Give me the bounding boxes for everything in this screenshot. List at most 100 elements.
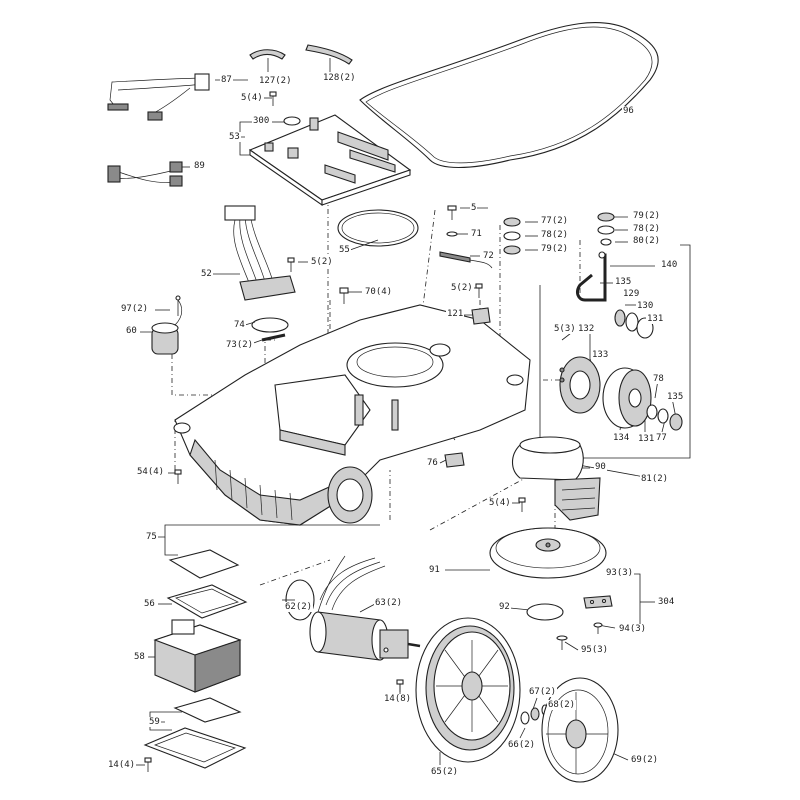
callout-65: 65(2): [430, 767, 460, 777]
callout-5-mid: 5: [470, 203, 478, 213]
callout-132: 132: [577, 324, 596, 334]
callout-71: 71: [470, 229, 483, 239]
front-wheel-assembly-81: [559, 309, 683, 431]
callout-5-top: 5(4): [240, 93, 264, 103]
callout-5-center: 5(2): [450, 283, 474, 293]
callout-5-shell: 5(4): [488, 498, 512, 508]
callout-96: 96: [622, 106, 635, 116]
callout-97: 97(2): [120, 304, 150, 314]
seal-ring-55: [337, 209, 419, 247]
callout-135-bottom: 135: [666, 392, 685, 402]
callout-140: 140: [660, 260, 679, 270]
callout-69: 69(2): [630, 755, 660, 765]
caster-shell-90: [511, 436, 601, 521]
coin-cell-300: [283, 116, 301, 126]
callout-70: 70(4): [364, 287, 394, 297]
pin-73: [261, 333, 286, 342]
screw-14-motor: [396, 679, 404, 692]
callout-133: 133: [591, 350, 610, 360]
screw-95: [556, 635, 568, 650]
drive-motor-63: [285, 555, 421, 661]
bearing-set-right: [597, 212, 615, 246]
callout-55: 55: [338, 245, 351, 255]
callout-78-right: 78(2): [632, 224, 662, 234]
callout-59: 59: [148, 717, 161, 727]
callout-128: 128(2): [322, 73, 357, 83]
callout-5-harness: 5(2): [310, 257, 334, 267]
callout-14-motor: 14(8): [383, 694, 413, 704]
callout-127: 127(2): [258, 76, 293, 86]
main-chassis: [173, 304, 531, 526]
callout-58: 58: [133, 652, 146, 662]
callout-135-top: 135: [614, 277, 633, 287]
callout-93: 93(3): [605, 568, 635, 578]
callout-92: 92: [498, 602, 511, 612]
callout-130: 130: [636, 301, 655, 311]
wiring-harness-87: [107, 73, 210, 121]
blade-93: [583, 595, 613, 609]
callout-77-wheel: 77: [655, 433, 668, 443]
callout-67: 67(2): [528, 687, 558, 697]
callout-89: 89: [193, 161, 206, 171]
callout-68: 68(2): [547, 700, 577, 710]
sensor-harness-52: [224, 205, 296, 301]
screw-5-top: [269, 91, 277, 106]
callout-80: 80(2): [632, 236, 662, 246]
callout-134: 134: [612, 433, 631, 443]
callout-78-wheel: 78: [652, 374, 665, 384]
callout-73: 73(2): [225, 340, 255, 350]
callout-95: 95(3): [580, 645, 610, 655]
callout-72: 72: [482, 251, 495, 261]
axle-140: [576, 251, 607, 302]
callout-76: 76: [426, 458, 439, 468]
cover-59: [143, 697, 247, 769]
callout-121: 121: [446, 309, 465, 319]
callout-56: 56: [143, 599, 156, 609]
callout-53: 53: [228, 132, 241, 142]
callout-91: 91: [428, 565, 441, 575]
bracket-76: [444, 452, 465, 468]
cable-89: [107, 161, 183, 187]
cable-clips: [249, 44, 353, 65]
callout-131-top: 131: [646, 314, 665, 324]
blade-disc-91: [489, 527, 607, 579]
callout-75: 75: [145, 532, 158, 542]
plate-92: [526, 603, 564, 621]
callout-81: 81(2): [640, 474, 670, 484]
callout-66: 66(2): [507, 740, 537, 750]
callout-129: 129: [622, 289, 641, 299]
battery-58: [153, 619, 242, 693]
callout-131-bottom: 131: [637, 434, 656, 444]
callout-60: 60: [125, 326, 138, 336]
callout-304: 304: [657, 597, 676, 607]
callout-62: 62(2): [284, 602, 314, 612]
callout-52: 52: [200, 269, 213, 279]
lift-sensor-60: [151, 295, 183, 355]
callout-90: 90: [594, 462, 607, 472]
callout-79-right: 79(2): [632, 211, 662, 221]
screw-5-right: [518, 497, 526, 512]
callout-14-bottom: 14(4): [107, 760, 137, 770]
battery-cover-75: [166, 549, 248, 619]
callout-94: 94(3): [618, 624, 648, 634]
callout-79-mid: 79(2): [540, 244, 570, 254]
pcb-53: [248, 114, 412, 207]
gasket-96: [359, 22, 659, 169]
callout-300: 300: [252, 116, 271, 126]
bearing-set-left: [439, 205, 521, 269]
screw-94: [593, 622, 603, 634]
o-ring-74: [251, 317, 289, 333]
callout-63: 63(2): [374, 598, 404, 608]
callout-77-top: 77(2): [540, 216, 570, 226]
callout-87: 87: [220, 75, 233, 85]
screw-14-bottom: [144, 757, 152, 772]
callout-54: 54(4): [136, 467, 166, 477]
drive-wheel-65: [415, 617, 521, 763]
callout-74: 74: [233, 320, 246, 330]
callout-78-mid: 78(2): [540, 230, 570, 240]
callout-5-wheel: 5(3): [553, 324, 577, 334]
screws-mid: [287, 257, 491, 325]
screw-54: [174, 469, 182, 484]
